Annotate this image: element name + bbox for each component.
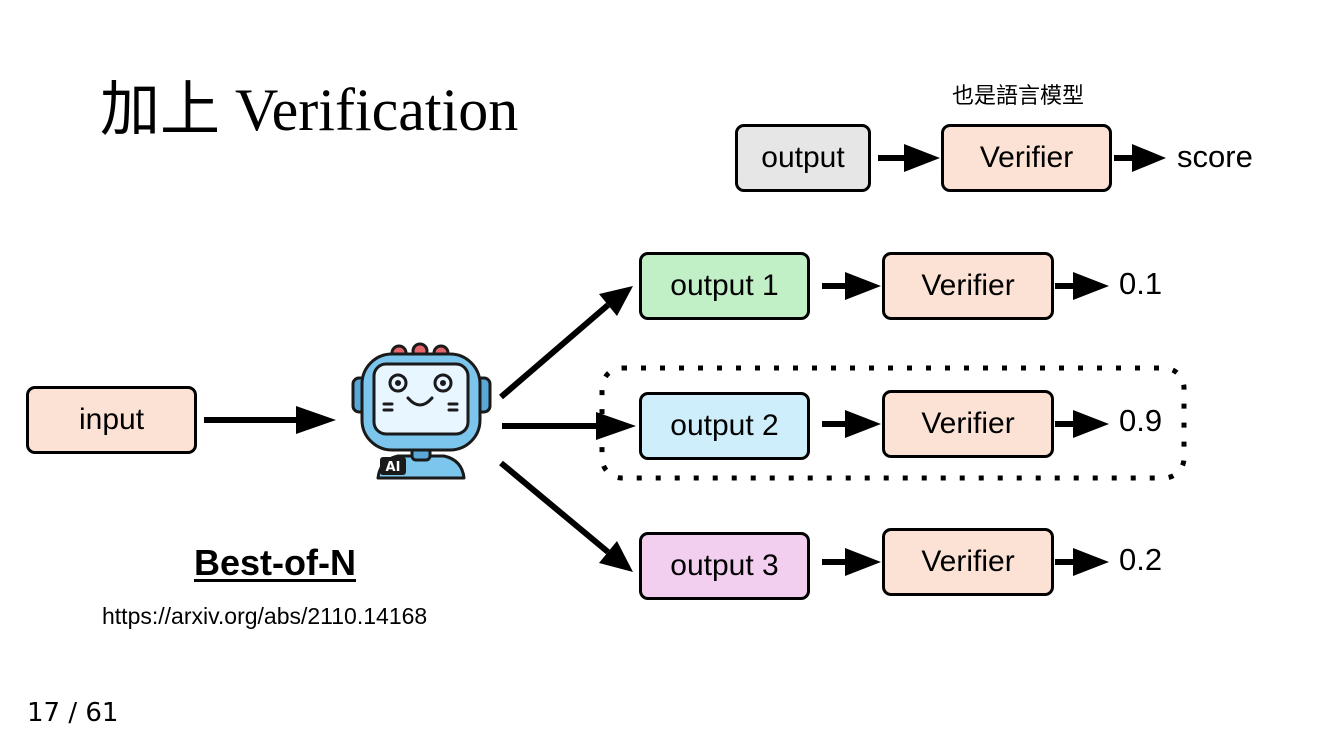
output-2-arrow	[822, 410, 881, 438]
score-2: 0.9	[1119, 403, 1163, 438]
verifier-2-box: Verifier	[882, 390, 1054, 458]
branch-arrow-2	[502, 412, 636, 440]
verifier-3-label: Verifier	[921, 545, 1015, 578]
branch-arrow-1	[499, 286, 633, 400]
output-3-arrow	[822, 548, 881, 576]
legend-output-box: output	[735, 124, 871, 192]
input-label: input	[78, 403, 145, 436]
output-3-box: output 3	[639, 532, 810, 600]
output-3-label: output 3	[670, 549, 779, 582]
paper-link[interactable]: https://arxiv.org/abs/2110.14168	[102, 603, 428, 629]
input-arrow	[204, 406, 336, 434]
legend-verifier-box: Verifier	[941, 124, 1112, 192]
page-number: 17 / 61	[27, 698, 119, 728]
output-1-arrow	[822, 272, 881, 300]
legend-score-label: score	[1177, 139, 1253, 174]
output-2-label: output 2	[670, 409, 779, 442]
robot-icon: AI	[351, 342, 492, 480]
best-selection-outline	[599, 365, 1187, 481]
score-1: 0.1	[1119, 266, 1163, 301]
verifier-2-arrow	[1055, 410, 1109, 438]
output-1-box: output 1	[639, 252, 810, 320]
score-3: 0.2	[1119, 542, 1163, 577]
verifier-3-box: Verifier	[882, 528, 1054, 596]
branch-arrow-3	[499, 460, 633, 572]
legend-output-label: output	[761, 141, 845, 174]
verifier-1-arrow	[1055, 272, 1109, 300]
slide-title: 加上 Verification	[100, 77, 519, 143]
output-2-box: output 2	[639, 392, 810, 460]
verifier-3-arrow	[1055, 548, 1109, 576]
robot-badge-text: AI	[386, 460, 401, 475]
method-name: Best-of-N	[194, 542, 356, 583]
verifier-note: 也是語言模型	[952, 83, 1085, 108]
input-box: input	[26, 386, 197, 454]
legend-arrow-2	[1114, 144, 1166, 172]
legend-verifier-label: Verifier	[979, 141, 1074, 174]
verifier-2-label: Verifier	[921, 407, 1015, 440]
legend-arrow-1	[878, 144, 940, 172]
verifier-1-label: Verifier	[921, 269, 1015, 302]
verifier-1-box: Verifier	[882, 252, 1054, 320]
output-1-label: output 1	[670, 269, 779, 302]
